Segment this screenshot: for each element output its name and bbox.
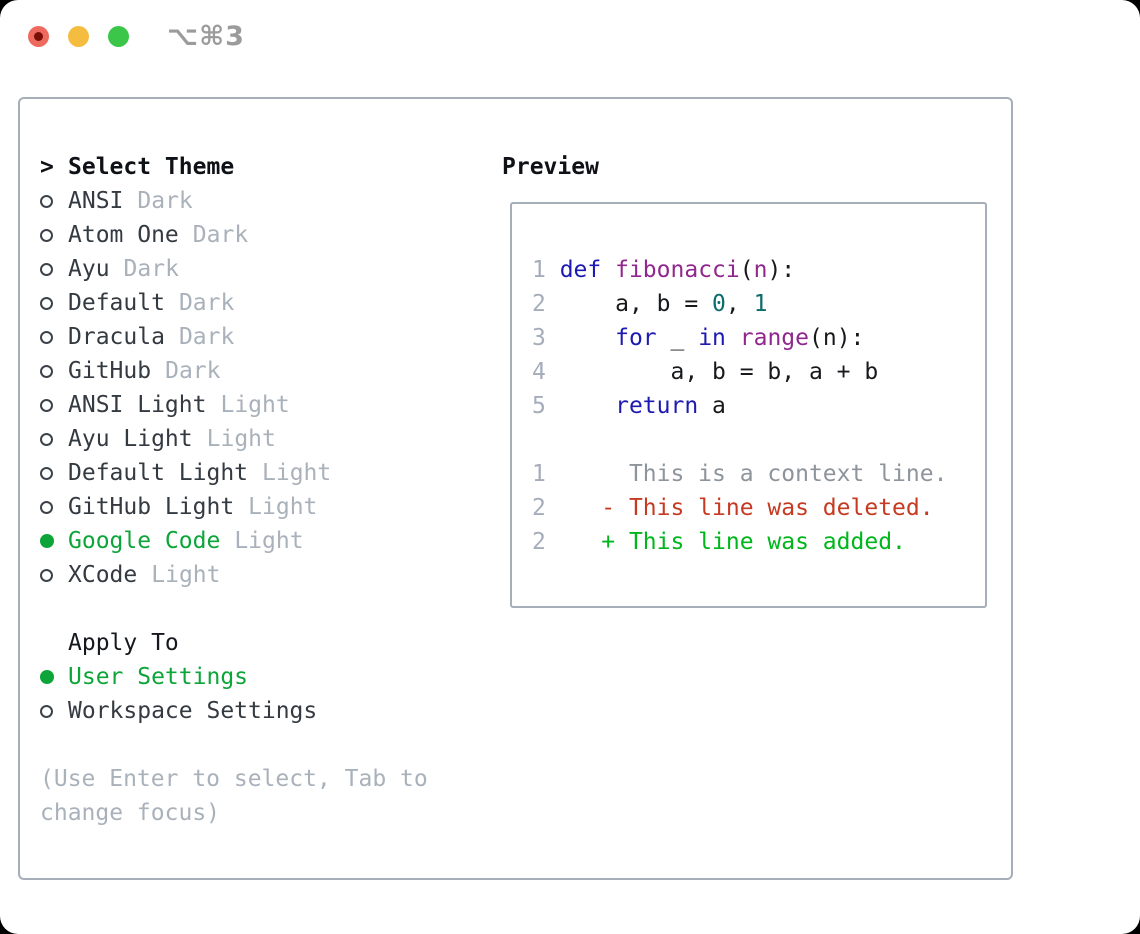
preview-header: Preview bbox=[502, 154, 599, 180]
radio-icon bbox=[40, 500, 53, 514]
apply-to-label: User Settings bbox=[68, 664, 249, 690]
theme-variant: Light bbox=[262, 460, 332, 486]
radio-selected-icon bbox=[40, 670, 54, 684]
theme-variant: Dark bbox=[178, 324, 235, 350]
theme-list-header-row: > Select Theme bbox=[40, 150, 428, 184]
radio-icon bbox=[40, 704, 53, 718]
code-line: 4 a, b = b, a + b bbox=[532, 359, 879, 385]
radio-icon bbox=[40, 262, 53, 276]
theme-variant: Light bbox=[248, 494, 318, 520]
theme-name: Default Light bbox=[68, 460, 249, 486]
radio-icon bbox=[40, 296, 53, 310]
theme-item-google-code[interactable]: Google Code Light bbox=[40, 524, 428, 558]
theme-item-ansi[interactable]: ANSI Dark bbox=[40, 184, 428, 218]
zoom-button[interactable] bbox=[108, 26, 129, 47]
radio-icon bbox=[40, 466, 53, 480]
code-line: 2 + This line was added. bbox=[532, 529, 906, 555]
theme-item-github-light[interactable]: GitHub Light Light bbox=[40, 490, 428, 524]
help-text: (Use Enter to select, Tab to change focus… bbox=[40, 762, 428, 830]
theme-name: ANSI bbox=[68, 188, 124, 214]
theme-name: Google Code bbox=[68, 528, 221, 554]
theme-name: Ayu bbox=[68, 256, 110, 282]
theme-item-ayu[interactable]: Ayu Dark bbox=[40, 252, 428, 286]
theme-name: ANSI Light bbox=[68, 392, 207, 418]
theme-item-ayu-light[interactable]: Ayu Light Light bbox=[40, 422, 428, 456]
apply-to-item-workspace-settings[interactable]: Workspace Settings bbox=[40, 694, 428, 728]
cursor-chevron-icon: > bbox=[40, 154, 54, 180]
theme-variant: Dark bbox=[137, 188, 193, 214]
radio-icon bbox=[40, 330, 53, 344]
radio-icon bbox=[40, 194, 53, 208]
help-line: (Use Enter to select, Tab to bbox=[40, 766, 428, 792]
preview-box: 1 def fibonacci(n): 2 a, b = 0, 1 3 for _ … bbox=[510, 202, 987, 608]
theme-name: Atom One bbox=[68, 222, 179, 248]
theme-item-atom-one[interactable]: Atom One Dark bbox=[40, 218, 428, 252]
theme-item-github[interactable]: GitHub Dark bbox=[40, 354, 428, 388]
theme-variant: Dark bbox=[123, 256, 179, 282]
apply-to-header-row: Apply To bbox=[40, 626, 428, 660]
minimize-button[interactable] bbox=[68, 26, 89, 47]
code-line: 5 return a bbox=[532, 393, 726, 419]
theme-item-default-light[interactable]: Default Light Light bbox=[40, 456, 428, 490]
code-line: 2 a, b = 0, 1 bbox=[532, 291, 768, 317]
theme-variant: Light bbox=[206, 426, 276, 452]
theme-item-xcode[interactable]: XCode Light bbox=[40, 558, 428, 592]
code-line: 1 def fibonacci(n): bbox=[532, 257, 796, 283]
apply-to-item-user-settings[interactable]: User Settings bbox=[40, 660, 428, 694]
close-button[interactable] bbox=[28, 26, 49, 47]
code-line bbox=[532, 423, 977, 457]
theme-name: GitHub bbox=[68, 358, 152, 384]
help-line: change focus) bbox=[40, 800, 221, 826]
code-line: 3 for _ in range(n): bbox=[532, 325, 865, 351]
close-button-dot bbox=[34, 32, 43, 41]
section-gap bbox=[40, 592, 428, 626]
theme-item-ansi-light[interactable]: ANSI Light Light bbox=[40, 388, 428, 422]
theme-variant: Dark bbox=[178, 290, 235, 316]
theme-name: XCode bbox=[68, 562, 138, 588]
radio-selected-icon bbox=[40, 534, 54, 548]
radio-icon bbox=[40, 398, 53, 412]
theme-name: Ayu Light bbox=[68, 426, 193, 452]
radio-icon bbox=[40, 432, 53, 446]
theme-variant: Dark bbox=[192, 222, 249, 248]
apply-to-label: Workspace Settings bbox=[68, 698, 318, 724]
theme-item-default[interactable]: Default Dark bbox=[40, 286, 428, 320]
theme-variant: Light bbox=[220, 392, 290, 418]
theme-item-dracula[interactable]: Dracula Dark bbox=[40, 320, 428, 354]
theme-variant: Dark bbox=[165, 358, 221, 384]
code-line: 2 - This line was deleted. bbox=[532, 495, 934, 521]
theme-name: Default bbox=[68, 290, 165, 316]
theme-list-header: Select Theme bbox=[68, 154, 235, 180]
theme-name: GitHub Light bbox=[68, 494, 235, 520]
code-line: 1 This is a context line. bbox=[532, 461, 948, 487]
radio-icon bbox=[40, 228, 53, 242]
theme-variant: Light bbox=[234, 528, 304, 554]
traffic-lights bbox=[28, 26, 129, 47]
radio-icon bbox=[40, 568, 53, 582]
radio-icon bbox=[40, 364, 53, 378]
window-title: ⌥⌘3 bbox=[167, 21, 245, 52]
theme-variant: Light bbox=[151, 562, 221, 588]
theme-name: Dracula bbox=[68, 324, 165, 350]
apply-to-header: Apply To bbox=[68, 630, 179, 656]
section-gap bbox=[40, 728, 428, 762]
